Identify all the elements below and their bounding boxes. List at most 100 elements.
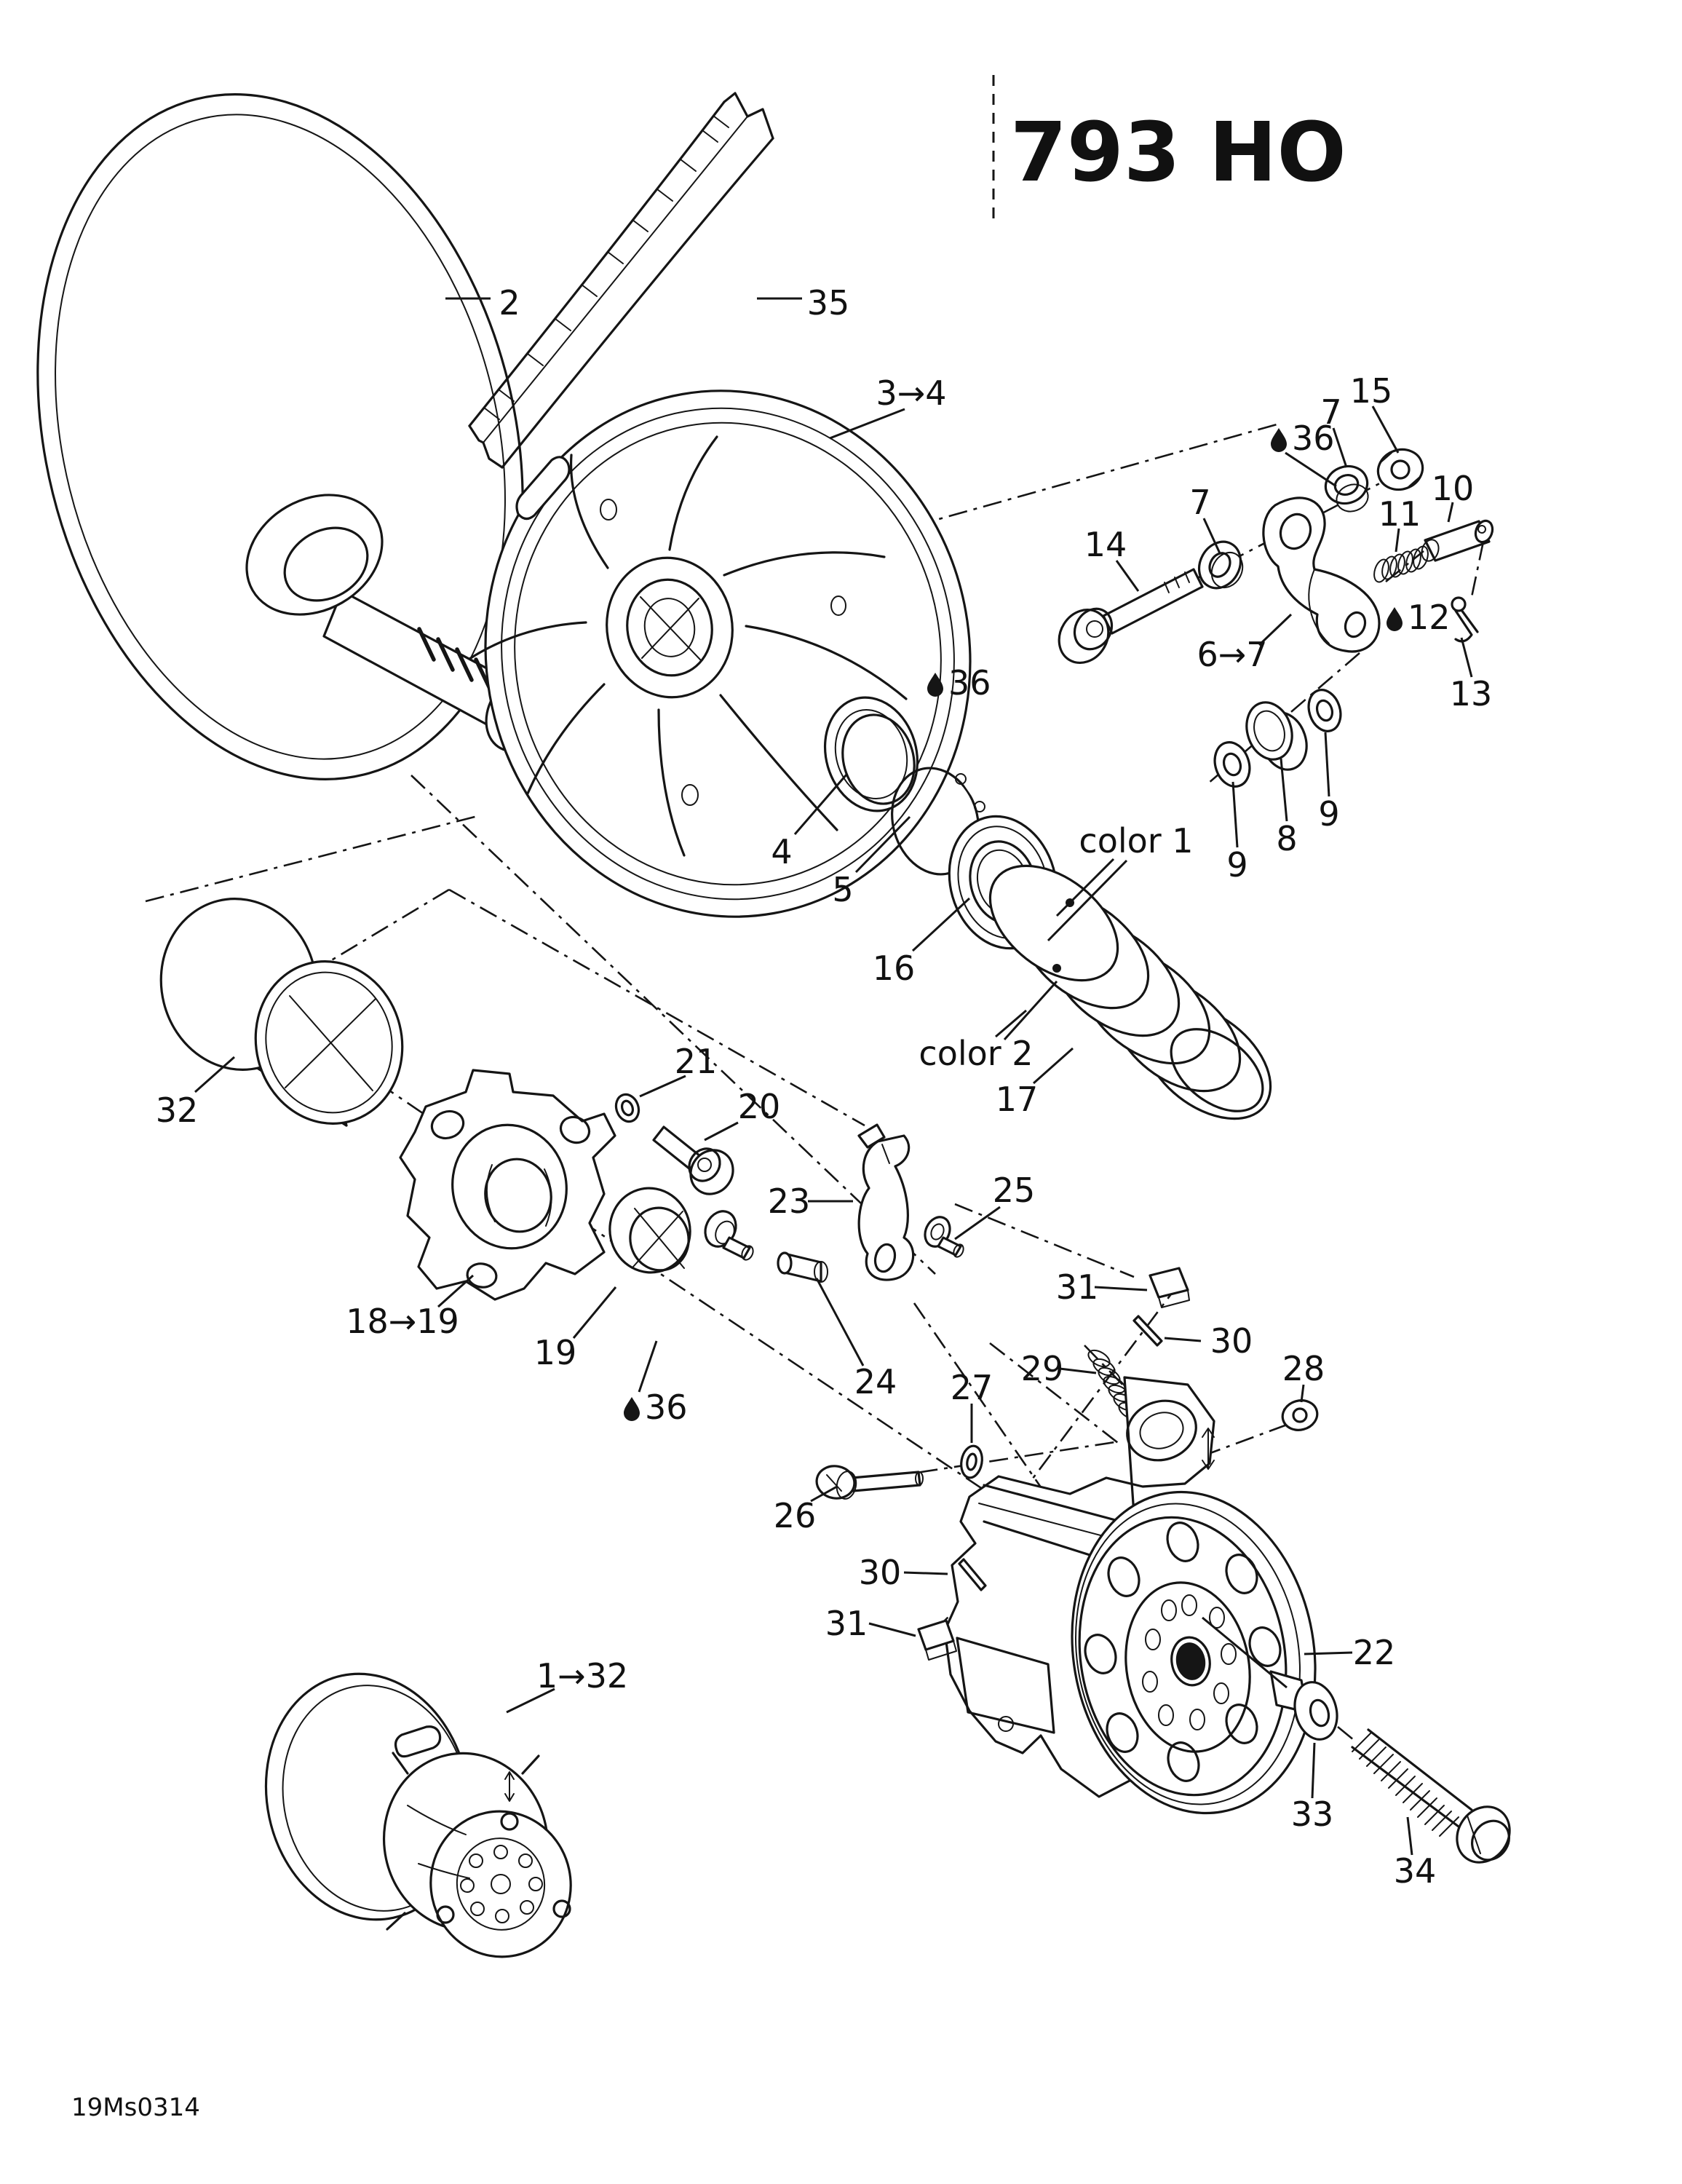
- callout-label: 13: [1450, 674, 1493, 713]
- color2-mark: [1052, 964, 1061, 973]
- part-callout-6→7: 6→7: [1197, 635, 1267, 674]
- leader-line: [829, 408, 905, 440]
- part-callout-7: 7: [1189, 483, 1210, 522]
- leader-line: [437, 1274, 475, 1308]
- clutch-face-screws: [436, 1812, 571, 1924]
- callout-label: 27: [951, 1368, 993, 1407]
- callout-label: 2: [499, 283, 520, 323]
- part-callout-36: 36: [624, 1388, 688, 1427]
- oil-drop-icon: [1387, 607, 1403, 631]
- part-callout-5: 5: [832, 870, 853, 909]
- part-callout-24: 24: [854, 1362, 897, 1401]
- leader-line: [815, 1278, 865, 1366]
- leader-line: [995, 1009, 1027, 1038]
- callout-label: 9: [1318, 794, 1339, 834]
- part-callout-29: 29: [1021, 1349, 1064, 1388]
- callout-label: 29: [1021, 1349, 1064, 1388]
- leader-line: [810, 1485, 838, 1503]
- cotter-pin-part13: [1451, 596, 1479, 643]
- callout-label: 36: [645, 1388, 688, 1427]
- callout-label: 12: [1408, 598, 1451, 637]
- pin-part30-upper: [1132, 1315, 1163, 1347]
- drum-inner-holes: [1142, 1594, 1237, 1730]
- lever-part6-7: [1262, 496, 1381, 653]
- leader-line: [1202, 1616, 1288, 1689]
- part-callout-32: 32: [156, 1091, 199, 1130]
- engine-model-title: 793 HO: [1010, 106, 1346, 200]
- part-callout-14: 14: [1084, 525, 1127, 564]
- leader-line: [1460, 637, 1473, 678]
- assembled-clutch-part1-32: [264, 1672, 572, 1958]
- drive-belt-part35: [468, 92, 774, 469]
- leader-line: [639, 1075, 686, 1098]
- callout-label: 9: [1226, 845, 1247, 885]
- leader-line: [1115, 560, 1140, 592]
- part-callout-20: 20: [738, 1087, 781, 1126]
- cylinder-part32: [159, 898, 404, 1127]
- callout-label: 10: [1432, 469, 1475, 508]
- leader-line: [1300, 1384, 1305, 1403]
- washer-part33: [1293, 1681, 1338, 1741]
- belt-teeth: [483, 115, 729, 420]
- washer-part9-right: [1307, 689, 1342, 732]
- part-callout-9: 9: [1226, 845, 1247, 885]
- part-callout-13: 13: [1450, 674, 1493, 713]
- part-callout-1→32: 1→32: [536, 1656, 628, 1696]
- callout-label: 8: [1276, 819, 1297, 858]
- part-callout-25: 25: [993, 1171, 1036, 1210]
- leader-line: [572, 1286, 617, 1339]
- bolt34-threads: [1352, 1732, 1459, 1837]
- part-callout-31: 31: [1056, 1267, 1099, 1307]
- callout-label: 36: [948, 663, 991, 703]
- callout-label: 21: [675, 1042, 718, 1081]
- washer-part27: [960, 1444, 983, 1479]
- callout-label: 6→7: [1197, 635, 1267, 674]
- callout-label: 15: [1350, 371, 1393, 411]
- leader-line: [1447, 502, 1454, 523]
- center-line: [989, 1342, 1122, 1447]
- leader-line: [1406, 1816, 1413, 1856]
- spider-part18-19: [399, 1069, 616, 1301]
- center-line: [448, 888, 865, 1127]
- key-part31-lower: [917, 1619, 957, 1661]
- callout-label: 22: [1353, 1633, 1396, 1672]
- part-callout-23: 23: [768, 1182, 811, 1221]
- callout-label: color 1: [1079, 821, 1193, 860]
- roller-part24: [777, 1251, 828, 1283]
- callout-label: 7: [1320, 392, 1341, 432]
- center-line: [1202, 1415, 1309, 1457]
- center-line: [410, 775, 936, 1275]
- part-callout-11: 11: [1378, 494, 1421, 534]
- nut-part28: [1281, 1399, 1319, 1431]
- flanged-bushing-part7-upper: [1324, 464, 1369, 513]
- callout-label: 25: [993, 1171, 1036, 1210]
- leader-line: [194, 1056, 235, 1093]
- sheave-fins: [468, 435, 908, 857]
- bushing-part19: [608, 1187, 691, 1274]
- callout-label: 26: [774, 1496, 817, 1535]
- oil-drop-icon: [927, 673, 943, 697]
- leader-line: [1371, 405, 1400, 454]
- washer-part21: [614, 1093, 640, 1123]
- center-line: [520, 1179, 1060, 1542]
- leader-line: [793, 774, 848, 835]
- alignment-arrow-icon: [1202, 1428, 1215, 1470]
- callout-label: 32: [156, 1091, 199, 1130]
- leader-line: [704, 1121, 739, 1142]
- leader-line: [1231, 781, 1239, 848]
- drawing-code: 19Ms0314: [71, 2093, 200, 2122]
- part-callout-15: 15: [1350, 371, 1393, 411]
- leader-line: [1332, 427, 1348, 468]
- part-callout-10: 10: [1432, 469, 1475, 508]
- callout-label: color 2: [919, 1034, 1033, 1073]
- callout-label: 17: [996, 1080, 1039, 1119]
- callout-label: 18→19: [346, 1302, 459, 1341]
- center-line: [954, 1203, 1135, 1278]
- callout-label: 30: [1210, 1321, 1253, 1361]
- bolt-part26: [815, 1465, 924, 1500]
- part-callout-4: 4: [771, 832, 792, 871]
- part-callout-3→4: 3→4: [876, 373, 946, 413]
- part-callout-36: 36: [1271, 419, 1335, 458]
- flanged-pin-part24: [704, 1210, 754, 1261]
- part-callout-33: 33: [1291, 1795, 1334, 1834]
